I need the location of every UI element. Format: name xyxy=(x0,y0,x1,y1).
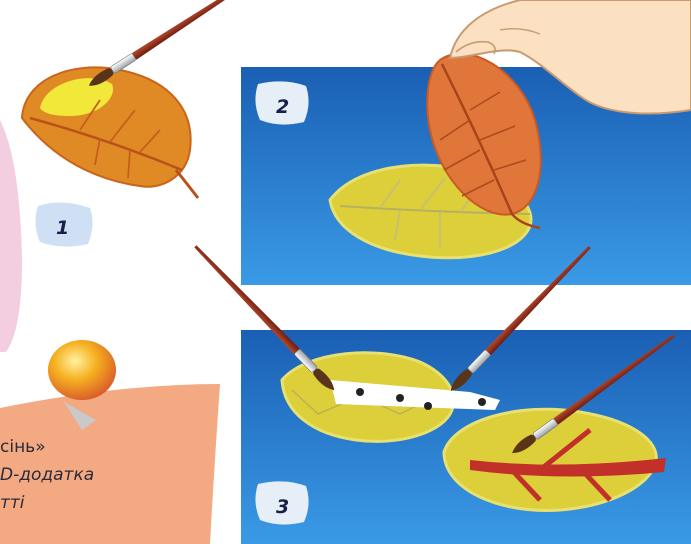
step3-number: 3 xyxy=(276,496,289,518)
note-line-2: D-додатка xyxy=(0,465,94,485)
note-paper xyxy=(0,384,220,544)
note-line-1: сінь» xyxy=(0,437,46,457)
step1-number: 1 xyxy=(56,217,69,239)
step1-leaf-icon xyxy=(22,67,198,198)
note-line-3: тті xyxy=(0,493,25,513)
pink-card xyxy=(0,120,22,352)
step1-tag: 1 xyxy=(35,202,92,246)
step3-tag: 3 xyxy=(255,481,308,524)
step2-number: 2 xyxy=(276,96,289,118)
step2-tag: 2 xyxy=(255,81,308,124)
